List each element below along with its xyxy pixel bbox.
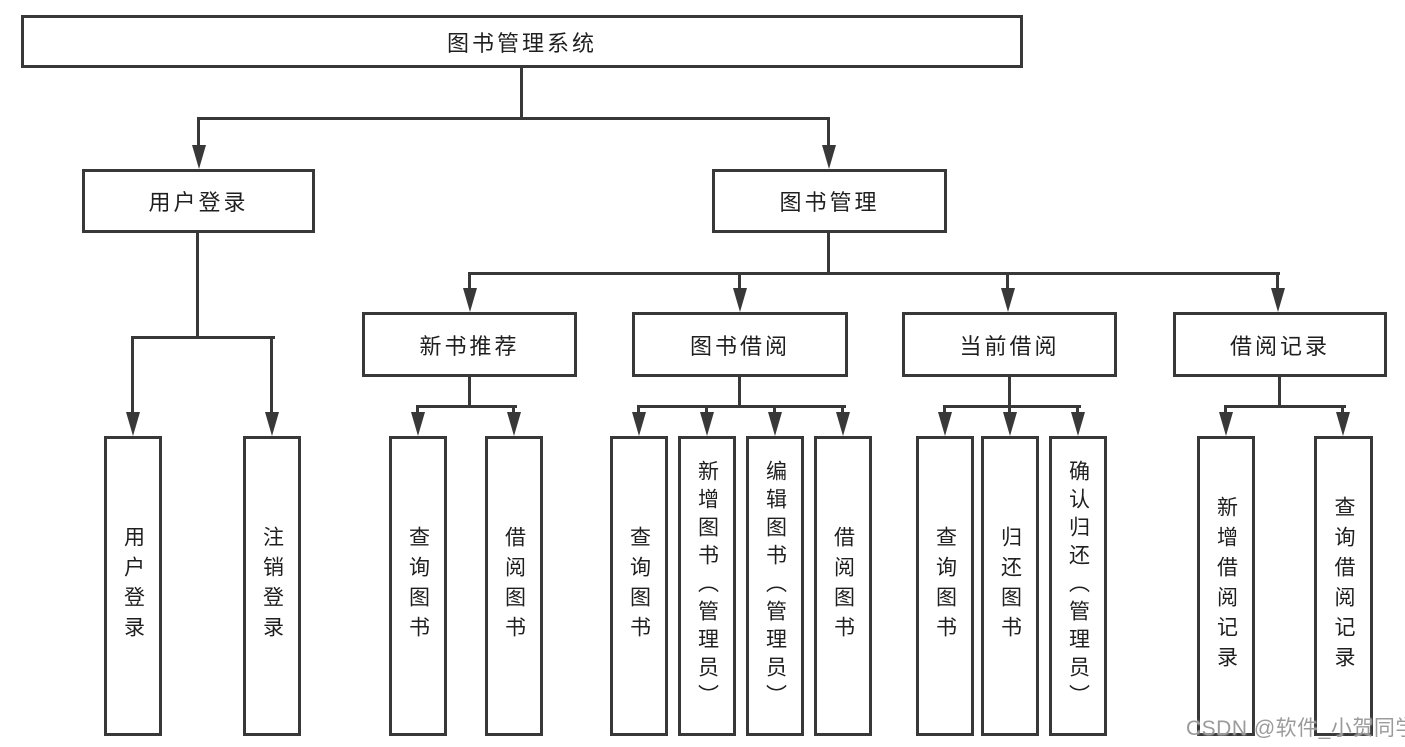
- csdn-watermark: CSDN @软件_小贺同学: [1186, 717, 1405, 740]
- connector-arrow-shaft-leaf: [1008, 405, 1011, 414]
- arrowhead-down-icon: [411, 412, 425, 436]
- node-borrowing-records: 借阅记录: [1173, 312, 1387, 377]
- connector-arrow-shaft-leaf: [773, 405, 776, 414]
- leaf-user-login-label: 用户登录: [121, 526, 145, 646]
- leaf-query-borrow-record: 查询借阅记录: [1314, 436, 1373, 736]
- leaf-query-book-current-label: 查询图书: [933, 526, 957, 646]
- connector-book-borrow-branch: [637, 405, 846, 408]
- arrowhead-down-icon: [733, 288, 747, 312]
- connector-arrow-shaft-current-borrow: [1006, 272, 1009, 290]
- connector-level3-branch: [468, 272, 1280, 275]
- connector-arrow-shaft-leaf: [637, 405, 640, 414]
- connector-current-borrow-stem: [1008, 377, 1011, 407]
- connector-arrow-shaft-leaf: [512, 405, 515, 414]
- arrowhead-down-icon: [126, 412, 140, 436]
- leaf-add-book-admin-label: 新增图书（管理员）: [695, 460, 719, 712]
- connector-level2-branch: [197, 117, 830, 120]
- leaf-add-borrow-record-label: 新增借阅记录: [1214, 496, 1238, 676]
- leaf-edit-book-admin: 编辑图书（管理员）: [746, 436, 804, 736]
- connector-arrow-shaft-leaf-logout: [270, 336, 273, 414]
- arrowhead-down-icon: [463, 288, 477, 312]
- node-user-login: 用户登录: [82, 169, 315, 233]
- leaf-query-book-borrowing: 查询图书: [610, 436, 668, 736]
- node-new-book-recommend: 新书推荐: [362, 312, 577, 377]
- leaf-add-borrow-record: 新增借阅记录: [1197, 436, 1255, 736]
- leaf-return-book-label: 归还图书: [998, 526, 1022, 646]
- arrowhead-down-icon: [1071, 412, 1085, 436]
- connector-arrow-shaft-leaf: [1224, 405, 1227, 414]
- leaf-borrow-book: 借阅图书: [814, 436, 872, 736]
- leaf-logout: 注销登录: [243, 436, 301, 736]
- leaf-query-borrow-record-label: 查询借阅记录: [1332, 496, 1355, 676]
- connector-arrow-shaft-leaf-login: [131, 336, 134, 414]
- leaf-confirm-return-admin-label: 确认归还（管理员）: [1066, 460, 1090, 712]
- connector-arrow-shaft-leaf: [841, 405, 844, 414]
- connector-current-borrow-branch: [943, 405, 1081, 408]
- connector-arrow-shaft-user-login: [197, 117, 200, 147]
- leaf-confirm-return-admin: 确认归还（管理员）: [1049, 436, 1107, 736]
- arrowhead-down-icon: [265, 412, 279, 436]
- connector-arrow-shaft-book-mgmt: [827, 117, 830, 147]
- leaf-borrow-book-recommend-label: 借阅图书: [502, 526, 526, 646]
- leaf-add-book-admin: 新增图书（管理员）: [678, 436, 736, 736]
- connector-borrow-record-stem: [1278, 377, 1281, 407]
- node-book-management-label: 图书管理: [779, 190, 880, 215]
- connector-new-rec-stem: [468, 377, 471, 407]
- connector-root-stem: [520, 68, 523, 118]
- arrowhead-down-icon: [700, 412, 714, 436]
- node-book-borrowing: 图书借阅: [632, 312, 848, 377]
- node-root-label: 图书管理系统: [446, 30, 597, 56]
- connector-arrow-shaft-borrow-record: [1276, 272, 1279, 290]
- node-book-borrowing-label: 图书借阅: [689, 333, 790, 359]
- connector-arrow-shaft-leaf: [1076, 405, 1079, 414]
- leaf-borrow-book-recommend: 借阅图书: [485, 436, 543, 736]
- leaf-logout-label: 注销登录: [260, 526, 284, 646]
- leaf-query-book-recommend: 查询图书: [389, 436, 447, 736]
- arrowhead-down-icon: [1336, 412, 1350, 436]
- connector-new-rec-branch: [416, 405, 517, 408]
- connector-arrow-shaft-leaf: [416, 405, 419, 414]
- node-current-borrowing: 当前借阅: [902, 312, 1117, 377]
- arrowhead-down-icon: [938, 412, 952, 436]
- connector-borrow-record-branch: [1224, 405, 1346, 408]
- leaf-query-book-current: 查询图书: [916, 436, 974, 736]
- connector-arrow-shaft-new-rec: [468, 272, 471, 290]
- leaf-return-book: 归还图书: [981, 436, 1039, 736]
- arrowhead-down-icon: [1219, 412, 1233, 436]
- leaf-borrow-book-label: 借阅图书: [831, 526, 855, 646]
- connector-arrow-shaft-book-borrow: [738, 272, 741, 290]
- arrowhead-down-icon: [822, 145, 836, 169]
- node-new-book-recommend-label: 新书推荐: [419, 333, 520, 359]
- connector-arrow-shaft-leaf: [1341, 405, 1344, 414]
- arrowhead-down-icon: [1271, 288, 1285, 312]
- arrowhead-down-icon: [768, 412, 782, 436]
- leaf-edit-book-admin-label: 编辑图书（管理员）: [763, 460, 787, 712]
- arrowhead-down-icon: [836, 412, 850, 436]
- leaf-query-book-recommend-label: 查询图书: [406, 526, 430, 646]
- leaf-user-login: 用户登录: [104, 436, 162, 736]
- node-root: 图书管理系统: [21, 15, 1023, 68]
- node-user-login-label: 用户登录: [148, 190, 249, 215]
- arrowhead-down-icon: [1003, 412, 1017, 436]
- leaf-query-book-borrowing-label: 查询图书: [627, 526, 651, 646]
- connector-arrow-shaft-leaf: [943, 405, 946, 414]
- connector-user-login-stem: [196, 233, 199, 337]
- arrowhead-down-icon: [507, 412, 521, 436]
- arrowhead-down-icon: [192, 145, 206, 169]
- connector-arrow-shaft-leaf: [705, 405, 708, 414]
- arrowhead-down-icon: [632, 412, 646, 436]
- connector-book-mgmt-stem: [827, 233, 830, 273]
- arrowhead-down-icon: [1001, 288, 1015, 312]
- node-current-borrowing-label: 当前借阅: [959, 333, 1060, 359]
- connector-book-borrow-stem: [738, 377, 741, 407]
- node-borrowing-records-label: 借阅记录: [1229, 333, 1330, 359]
- connector-user-login-branch: [131, 336, 275, 339]
- node-book-management: 图书管理: [712, 169, 947, 233]
